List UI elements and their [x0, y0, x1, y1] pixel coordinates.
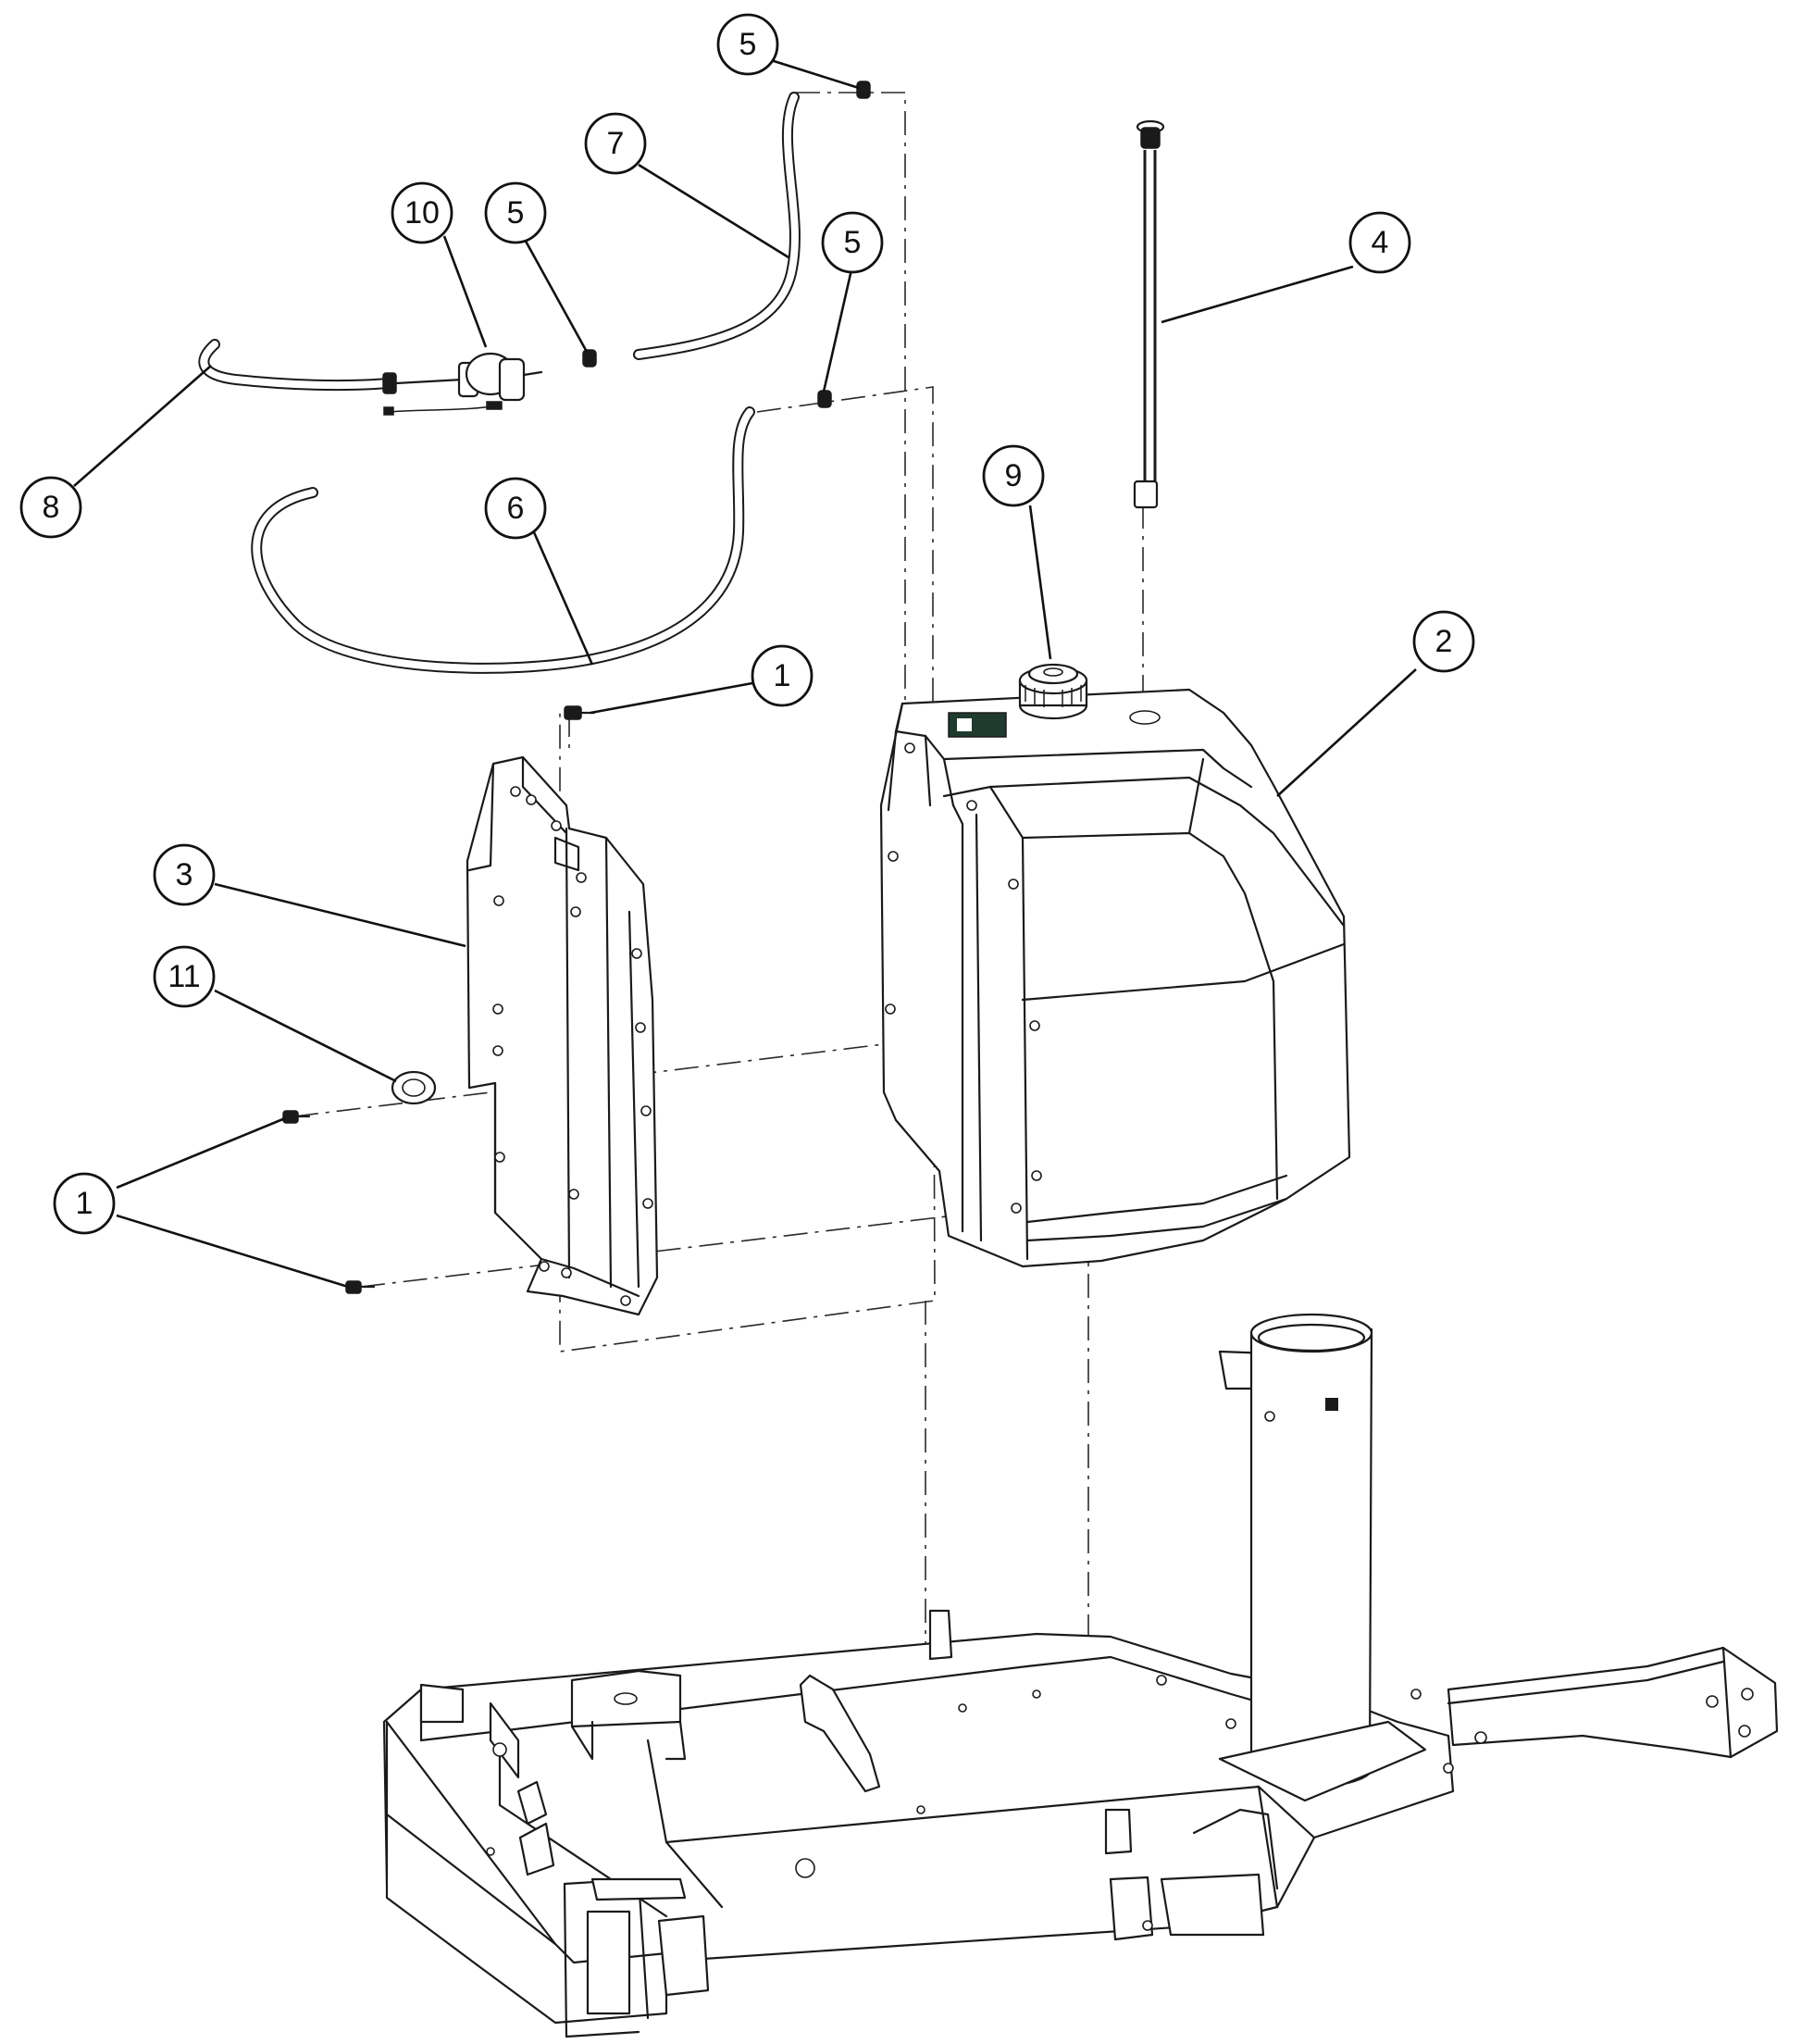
fitting-5-mid	[582, 349, 597, 368]
callout-11: 11	[153, 945, 216, 1008]
bracket-3	[466, 755, 659, 1316]
callout-label: 6	[507, 491, 525, 526]
hose-8	[198, 339, 394, 392]
hose-7	[633, 92, 801, 360]
callout-label: 7	[607, 126, 625, 161]
fuel-cap-9	[1018, 663, 1088, 720]
bolt-1-top	[564, 705, 596, 720]
sending-unit-4	[1133, 119, 1165, 509]
grommet-11	[391, 1070, 437, 1105]
bolt-1-left-upper	[282, 1110, 311, 1124]
callout-8: 8	[19, 476, 82, 539]
callout-6: 6	[484, 477, 547, 540]
callout-label: 1	[774, 658, 791, 693]
callout-label: 9	[1005, 458, 1023, 493]
fuel-tank-2	[879, 688, 1351, 1268]
bolt-1-left-lower	[345, 1280, 376, 1294]
callout-1-top: 1	[751, 644, 814, 707]
fuel-filter-10	[382, 352, 543, 416]
frame-chassis	[382, 1609, 1779, 2038]
callout-9: 9	[982, 444, 1045, 507]
callout-label: 5	[507, 195, 525, 231]
callout-5-top: 5	[716, 13, 779, 76]
callout-1-left: 1	[53, 1172, 116, 1235]
fitting-5-right	[817, 390, 832, 408]
callout-label: 10	[404, 195, 440, 231]
hose-6	[251, 406, 755, 674]
callout-label: 11	[168, 959, 200, 994]
callout-label: 4	[1372, 225, 1389, 260]
callout-label: 3	[176, 857, 193, 892]
callout-label: 2	[1435, 624, 1453, 659]
callout-5-mid: 5	[484, 181, 547, 244]
callout-label: 1	[76, 1186, 93, 1221]
callout-7: 7	[584, 112, 647, 175]
callout-4: 4	[1348, 211, 1411, 274]
callout-3: 3	[153, 843, 216, 906]
steering-column-tube	[1218, 1313, 1427, 1802]
callout-label: 8	[43, 490, 60, 525]
callout-label: 5	[844, 225, 862, 260]
fitting-5-top	[856, 81, 871, 99]
callout-5-right: 5	[821, 211, 884, 274]
callout-label: 5	[739, 27, 757, 62]
callout-leaders	[73, 58, 1417, 1289]
callout-2: 2	[1412, 610, 1475, 673]
callout-10: 10	[391, 181, 453, 244]
